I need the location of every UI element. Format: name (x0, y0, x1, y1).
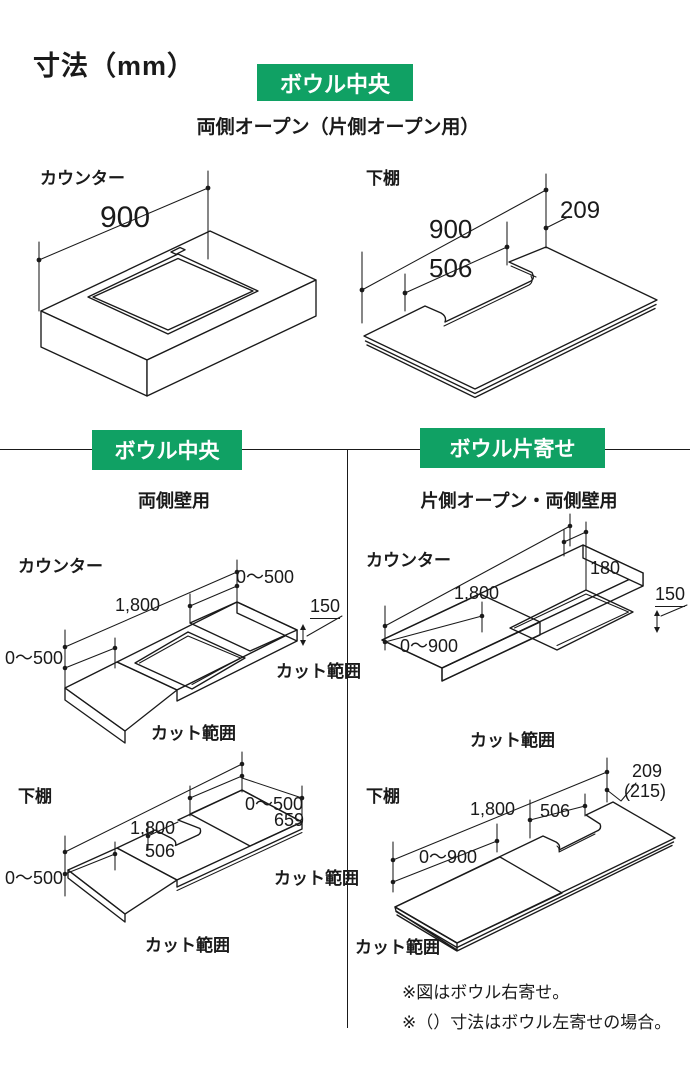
right-shelf-dim-215: (215) (624, 781, 667, 801)
left-shelf-dim-1800: 1,800 (130, 818, 176, 838)
horizontal-divider (0, 449, 690, 450)
note-right-aligned-bowl: ※図はボウル右寄せ。 (402, 983, 570, 1002)
left-counter-cut-left: 0〜500 (5, 648, 64, 668)
left-shelf-dim-506: 506 (145, 841, 176, 861)
top-shelf-label: 下棚 (366, 169, 400, 188)
left-counter-dim-1800: 1,800 (115, 595, 161, 615)
vertical-divider (347, 449, 348, 1028)
badge-bowl-center-top: ボウル中央 (257, 64, 413, 101)
right-counter-cut-area: カット範囲 (470, 731, 555, 750)
right-counter-dim-180: 180 (590, 558, 621, 578)
top-counter-drawing (36, 170, 317, 397)
top-shelf-drawing (359, 173, 658, 399)
right-shelf-dim-209: 209 (632, 761, 663, 781)
left-counter-dim-150: 150 (310, 596, 341, 619)
left-counter-drawing (62, 559, 343, 744)
badge-bowl-center-left: ボウル中央 (92, 430, 242, 470)
right-counter-label: カウンター (366, 551, 451, 570)
right-shelf-drawing (390, 757, 676, 952)
top-counter-dim-900: 900 (100, 201, 151, 234)
right-shelf-cut: 0〜900 (419, 847, 478, 867)
badge-bowl-offset: ボウル片寄せ (420, 428, 605, 468)
left-shelf-label: 下棚 (18, 787, 52, 806)
right-shelf-dim-1800: 1,800 (470, 799, 516, 819)
left-shelf-cut-area-right: カット範囲 (274, 869, 359, 888)
left-counter-cut-right: 0〜500 (236, 567, 295, 587)
right-counter-cut: 0〜900 (400, 636, 459, 656)
left-shelf-drawing (62, 751, 305, 923)
left-counter-cut-area-bottom: カット範囲 (151, 724, 236, 743)
right-counter-drawing (381, 513, 688, 682)
left-shelf-cut-right: 0〜500 (245, 794, 304, 814)
top-shelf-dim-900: 900 (429, 214, 473, 244)
top-counter-label: カウンター (40, 169, 125, 188)
right-shelf-dim-506: 506 (540, 801, 571, 821)
page-title: 寸法（mm） (33, 51, 196, 81)
right-counter-dim-150: 150 (655, 584, 686, 607)
right-counter-dim-1800: 1,800 (454, 583, 500, 603)
note-paren-dimensions: ※（）寸法はボウル左寄せの場合。 (402, 1013, 672, 1032)
left-shelf-dim-659: 659 (274, 810, 305, 830)
right-shelf-cut-area: カット範囲 (355, 938, 440, 957)
left-subtitle: 両側壁用 (138, 491, 210, 511)
left-shelf-cut-area-bottom: カット範囲 (145, 936, 230, 955)
left-counter-label: カウンター (18, 557, 103, 576)
left-counter-cut-area-right: カット範囲 (276, 662, 361, 681)
top-subtitle: 両側オープン（片側オープン用） (196, 117, 480, 138)
left-shelf-cut-left: 0〜500 (5, 868, 64, 888)
right-shelf-label: 下棚 (366, 787, 400, 806)
top-shelf-dim-506: 506 (429, 253, 473, 283)
right-subtitle: 片側オープン・両側壁用 (420, 491, 618, 511)
top-shelf-dim-209: 209 (560, 197, 601, 224)
